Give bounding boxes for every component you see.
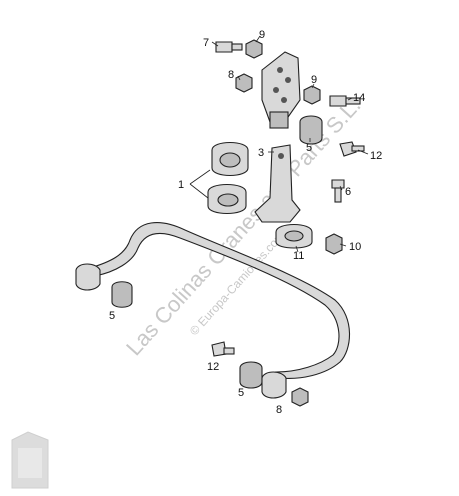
callout-9-upper: 9 (259, 29, 265, 41)
callout-7: 7 (203, 37, 209, 49)
callout-8-lower: 8 (276, 404, 282, 416)
lower-clamp (275, 223, 313, 249)
nuts (235, 39, 343, 407)
callout-5-bushing-left: 5 (109, 310, 115, 322)
callout-9-right: 9 (311, 74, 317, 86)
leader-lines (189, 35, 369, 253)
callout-8-upper: 8 (228, 69, 234, 81)
bar-end-links (75, 263, 287, 399)
callout-6: 6 (345, 186, 351, 198)
callout-5-bushing-upper: 5 (306, 142, 312, 154)
callout-1: 1 (178, 179, 184, 191)
callout-5-bushing-lower: 5 (238, 387, 244, 399)
rubber-bushings (111, 115, 323, 389)
callout-14: 14 (353, 92, 365, 104)
bushing-clamp (207, 141, 249, 215)
upper-bracket (261, 51, 301, 129)
callout-3: 3 (258, 147, 264, 159)
callout-12-right: 12 (370, 150, 382, 162)
bolts (211, 41, 365, 357)
callout-11: 11 (293, 250, 304, 262)
callout-labels: 1 3 5 5 5 6 7 8 8 9 9 10 11 12 12 14 (109, 29, 382, 416)
callout-10: 10 (349, 241, 361, 253)
callout-12-lower: 12 (207, 361, 219, 373)
watermark-logo (11, 431, 49, 489)
hanger-bracket (254, 144, 301, 223)
